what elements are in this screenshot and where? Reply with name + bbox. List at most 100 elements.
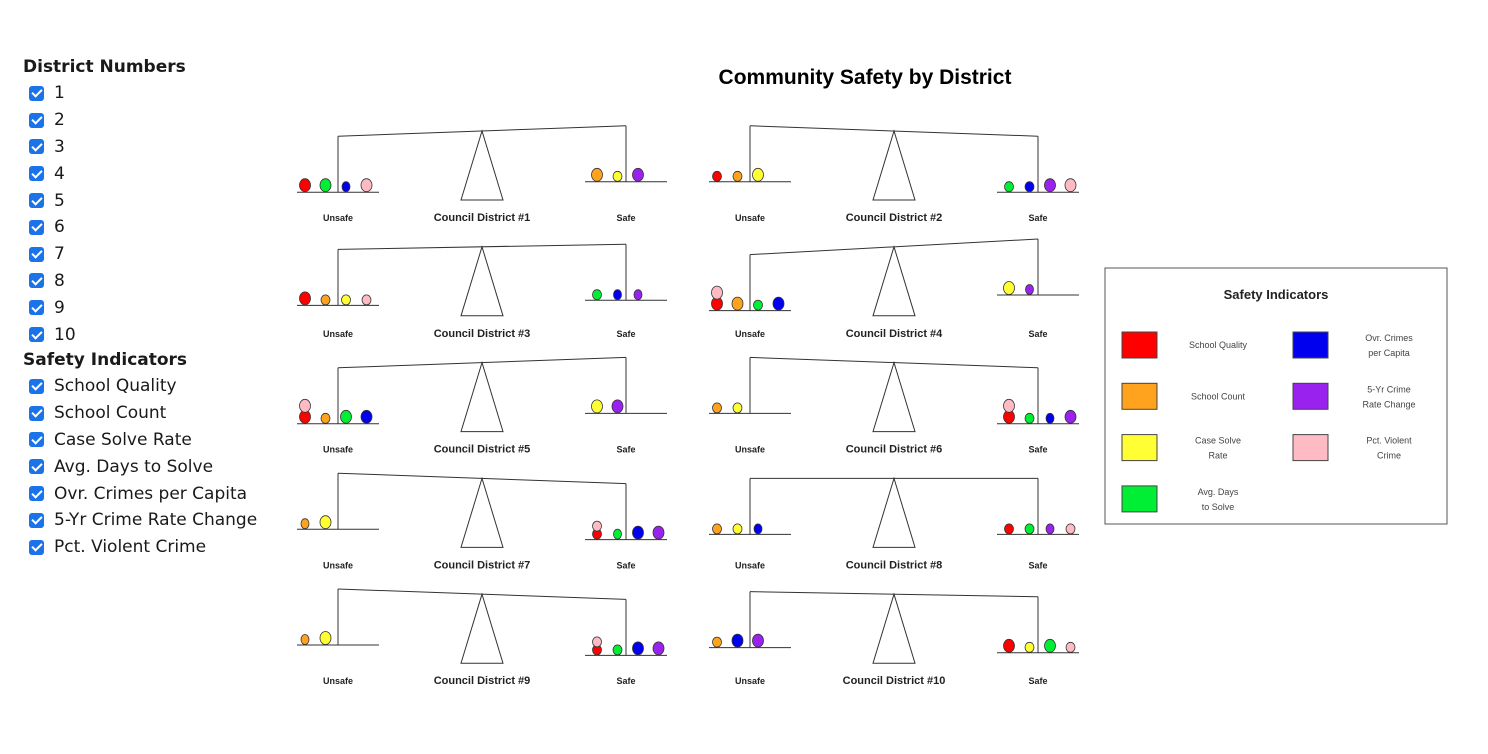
fulcrum <box>872 245 916 317</box>
indicator-checkbox-3[interactable]: Avg. Days to Solve <box>23 453 273 480</box>
district-10-safe-marker-avg_days_to_solve <box>1044 638 1056 653</box>
checked-checkbox-icon[interactable] <box>29 512 44 528</box>
district-10-unsafe-marker-crimes_per_capita <box>731 633 744 648</box>
legend-item-label: School Quality <box>1189 340 1248 350</box>
district-7-unsafe-marker-case_solve_rate <box>319 515 332 530</box>
fulcrum <box>872 129 916 201</box>
district-checkbox-4[interactable]: 5 <box>23 187 273 214</box>
indicator-checkbox-label: Avg. Days to Solve <box>54 456 214 477</box>
indicator-checkbox-5[interactable]: 5-Yr Crime Rate Change <box>23 507 273 534</box>
district-2-safe-marker-crime_rate_change <box>1044 178 1056 193</box>
checked-checkbox-icon[interactable] <box>29 193 44 209</box>
district-2-safe-marker-crimes_per_capita <box>1024 181 1035 193</box>
district-5-unsafe-marker-crimes_per_capita <box>360 409 373 424</box>
indicator-checkbox-0[interactable]: School Quality <box>23 373 273 400</box>
checked-checkbox-icon[interactable] <box>29 112 44 128</box>
district-5-safe-marker-crime_rate_change <box>611 399 624 414</box>
legend-swatch <box>1292 382 1329 410</box>
district-6-safe-marker-avg_days_to_solve <box>1024 412 1035 424</box>
district-2-safe-marker-pct_violent_crime <box>1064 178 1077 193</box>
district-8-unsafe-marker-case_solve_rate <box>732 523 743 535</box>
checked-checkbox-icon[interactable] <box>29 300 44 316</box>
checked-checkbox-icon[interactable] <box>29 85 44 101</box>
checked-checkbox-icon[interactable] <box>29 459 44 475</box>
legend-swatch <box>1121 382 1158 410</box>
district-checkbox-6[interactable]: 7 <box>23 241 273 268</box>
indicator-checkbox-6[interactable]: Pct. Violent Crime <box>23 534 273 561</box>
district-checkbox-0[interactable]: 1 <box>23 80 273 107</box>
district-5-unsafe-marker-pct_violent_crime <box>299 398 311 413</box>
checked-checkbox-icon[interactable] <box>29 327 44 343</box>
district-4-unsafe-marker-avg_days_to_solve <box>753 299 763 311</box>
district-name-label: Council District #1 <box>434 212 531 224</box>
district-checkbox-5[interactable]: 6 <box>23 214 273 241</box>
district-9-unsafe-marker-school_count <box>300 634 310 645</box>
district-2-safe-marker-avg_days_to_solve <box>1004 181 1014 193</box>
district-numbers-heading: District Numbers <box>23 57 186 77</box>
district-2-unsafe-marker-school_count <box>732 170 743 182</box>
district-name-label: Council District #10 <box>843 675 946 687</box>
checked-checkbox-icon[interactable] <box>29 166 44 182</box>
district-7-safe-marker-crime_rate_change <box>652 525 665 540</box>
district-checkbox-8[interactable]: 9 <box>23 294 273 321</box>
district-4-unsafe-marker-crimes_per_capita <box>772 296 785 311</box>
unsafe-label: Unsafe <box>735 213 765 223</box>
district-5-unsafe-marker-school_count <box>320 412 331 424</box>
district-checkbox-9[interactable]: 10 <box>23 321 273 348</box>
checked-checkbox-icon[interactable] <box>29 273 44 289</box>
indicator-checkbox-label: School Count <box>54 403 167 424</box>
checked-checkbox-icon[interactable] <box>29 405 44 421</box>
safe-label: Safe <box>616 213 635 223</box>
unsafe-label: Unsafe <box>735 329 765 339</box>
district-7-safe-marker-avg_days_to_solve <box>613 528 622 540</box>
district-name-label: Council District #2 <box>846 212 943 224</box>
district-1-unsafe-marker-school_quality <box>299 178 311 193</box>
district-checkbox-label: 9 <box>54 297 65 318</box>
fulcrum <box>872 592 916 664</box>
district-3-unsafe-marker-school_quality <box>299 291 311 306</box>
indicator-checkbox-2[interactable]: Case Solve Rate <box>23 427 273 454</box>
fulcrum <box>460 592 504 664</box>
safe-label: Safe <box>1028 329 1047 339</box>
unsafe-label: Unsafe <box>735 676 765 686</box>
district-9-safe-marker-crimes_per_capita <box>632 641 644 656</box>
legend-box <box>1104 267 1448 525</box>
checked-checkbox-icon[interactable] <box>29 139 44 155</box>
district-checkbox-label: 5 <box>54 190 65 211</box>
checked-checkbox-icon[interactable] <box>29 378 44 394</box>
district-3-safe-marker-avg_days_to_solve <box>592 289 602 301</box>
district-5-safe-marker-case_solve_rate <box>591 399 603 414</box>
district-checkbox-1[interactable]: 2 <box>23 107 273 134</box>
unsafe-label: Unsafe <box>735 445 765 455</box>
indicator-checkbox-4[interactable]: Ovr. Crimes per Capita <box>23 480 273 507</box>
checked-checkbox-icon[interactable] <box>29 486 44 502</box>
district-9-unsafe-marker-case_solve_rate <box>319 631 332 645</box>
district-checkbox-2[interactable]: 3 <box>23 134 273 161</box>
checked-checkbox-icon[interactable] <box>29 539 44 555</box>
district-8-safe-marker-pct_violent_crime <box>1065 523 1076 535</box>
checked-checkbox-icon[interactable] <box>29 246 44 262</box>
indicator-checkbox-1[interactable]: School Count <box>23 400 273 427</box>
district-checkbox-3[interactable]: 4 <box>23 160 273 187</box>
checked-checkbox-icon[interactable] <box>29 432 44 448</box>
unsafe-label: Unsafe <box>323 445 353 455</box>
district-3-unsafe-marker-school_count <box>320 294 331 306</box>
indicator-checkbox-label: School Quality <box>54 376 177 397</box>
district-9-safe-marker-pct_violent_crime <box>592 636 602 648</box>
fulcrum <box>872 360 916 433</box>
indicator-checkbox-label: Case Solve Rate <box>54 429 192 450</box>
district-4-safe-marker-case_solve_rate <box>1003 281 1015 295</box>
district-checkbox-7[interactable]: 8 <box>23 268 273 295</box>
fulcrum <box>460 360 504 433</box>
checked-checkbox-icon[interactable] <box>29 219 44 235</box>
